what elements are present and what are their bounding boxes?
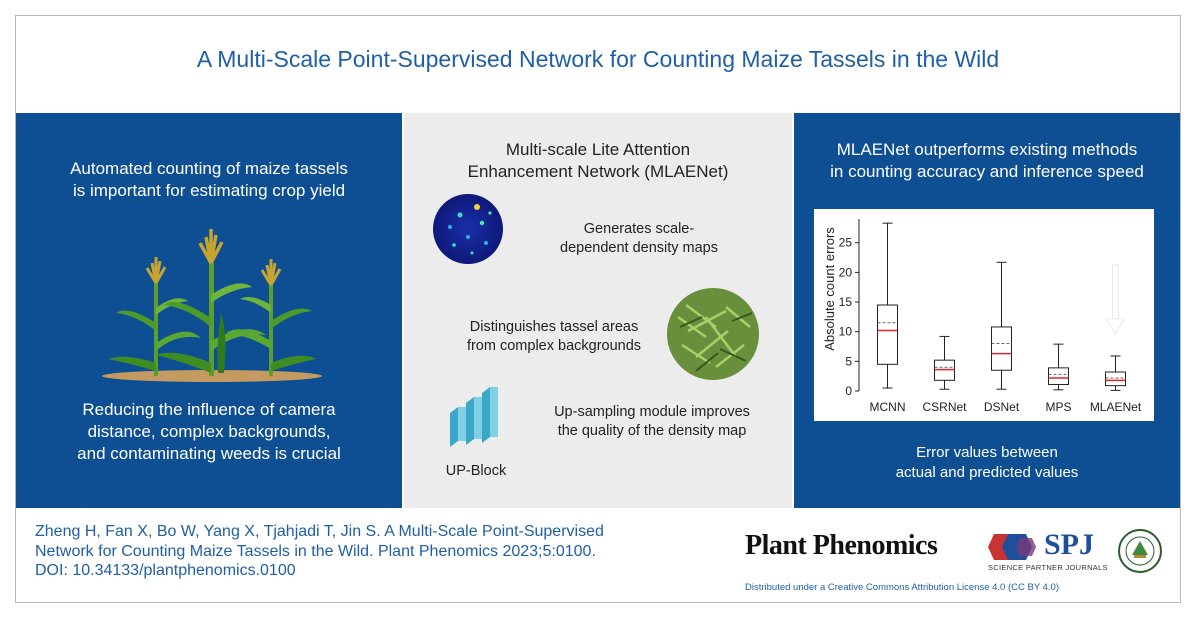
y-tick-label: 25	[839, 236, 853, 250]
university-seal-icon	[1118, 529, 1162, 573]
x-tick-label: MCNN	[870, 400, 906, 414]
maize-plant-right	[226, 259, 316, 376]
y-tick-label: 15	[839, 295, 853, 309]
y-ticks: 0 5 10 15 20 25	[839, 236, 859, 398]
spj-hexagon-logo	[988, 534, 1036, 560]
y-tick-label: 20	[839, 265, 853, 279]
left-top-text: Automated counting of maize tassels is i…	[70, 159, 348, 200]
box-iqr	[877, 304, 898, 365]
page-title: A Multi-Scale Point-Supervised Network f…	[196, 46, 1000, 72]
maize-plant-left	[108, 257, 201, 376]
box-iqr	[1105, 371, 1126, 387]
x-tick-label: DSNet	[984, 400, 1020, 414]
plant-phenomics-logo: Plant Phenomics	[745, 530, 938, 561]
box-mlaenet	[1105, 355, 1126, 391]
box-plot-chart: Absolute count errors 0 5 10 15 20 25 MCNN CSR…	[814, 209, 1154, 421]
up-block-label: UP-Block	[445, 463, 507, 479]
item-density-maps-text: Generates scale- dependent density maps	[560, 221, 718, 256]
box-dsnet	[991, 261, 1012, 390]
chart-background	[814, 209, 1154, 421]
boxes	[877, 222, 1126, 391]
arrow-down-icon-shape	[1105, 264, 1126, 335]
spj-logo-text: SPJ	[1044, 528, 1095, 561]
middle-panel: Multi-scale Lite Attention Enhancement N…	[404, 113, 792, 508]
left-bottom-text: Reducing the influence of camera distanc…	[77, 400, 341, 463]
maize-field-thumbnail	[667, 288, 759, 380]
item-upsampling-text: Up-sampling module improves the quality …	[554, 404, 750, 439]
x-tick-label: MLAENet	[1090, 400, 1142, 414]
right-panel: MLAENet outperforms existing methods in …	[794, 113, 1180, 508]
license-text: Distributed under a Creative Commons Att…	[745, 582, 1060, 593]
y-tick-label: 0	[845, 384, 852, 398]
maize-plants-illustration	[102, 229, 322, 382]
chart-caption: Error values between actual and predicte…	[895, 444, 1079, 481]
x-tick-label: MPS	[1045, 400, 1071, 414]
box-mps	[1048, 343, 1069, 391]
arrow-down-icon	[1121, 274, 1129, 332]
y-tick-label: 5	[845, 354, 852, 368]
y-axis-label: Absolute count errors	[822, 227, 837, 351]
x-tick-label: CSRNet	[922, 400, 967, 414]
item-backgrounds-text: Distinguishes tassel areas from complex …	[466, 319, 642, 354]
mlaenet-title: Multi-scale Lite Attention Enhancement N…	[467, 140, 729, 181]
box-csrnet	[934, 335, 955, 390]
left-panel: Automated counting of maize tassels is i…	[16, 113, 402, 508]
density-map-thumbnail	[433, 194, 503, 264]
x-tick-labels: MCNN CSRNet DSNet MPS MLAENet	[870, 400, 1142, 414]
box-iqr	[991, 326, 1012, 371]
citation: Zheng H, Fan X, Bo W, Yang X, Tjahjadi T…	[35, 523, 604, 579]
spj-subtitle: SCIENCE PARTNER JOURNALS	[988, 563, 1108, 572]
maize-plant-center	[156, 229, 266, 376]
box-iqr	[1048, 367, 1069, 385]
box-mcnn	[877, 222, 898, 389]
up-block-icon	[450, 387, 498, 447]
y-tick-label: 10	[839, 325, 853, 339]
right-title: MLAENet outperforms existing methods in …	[830, 140, 1144, 181]
